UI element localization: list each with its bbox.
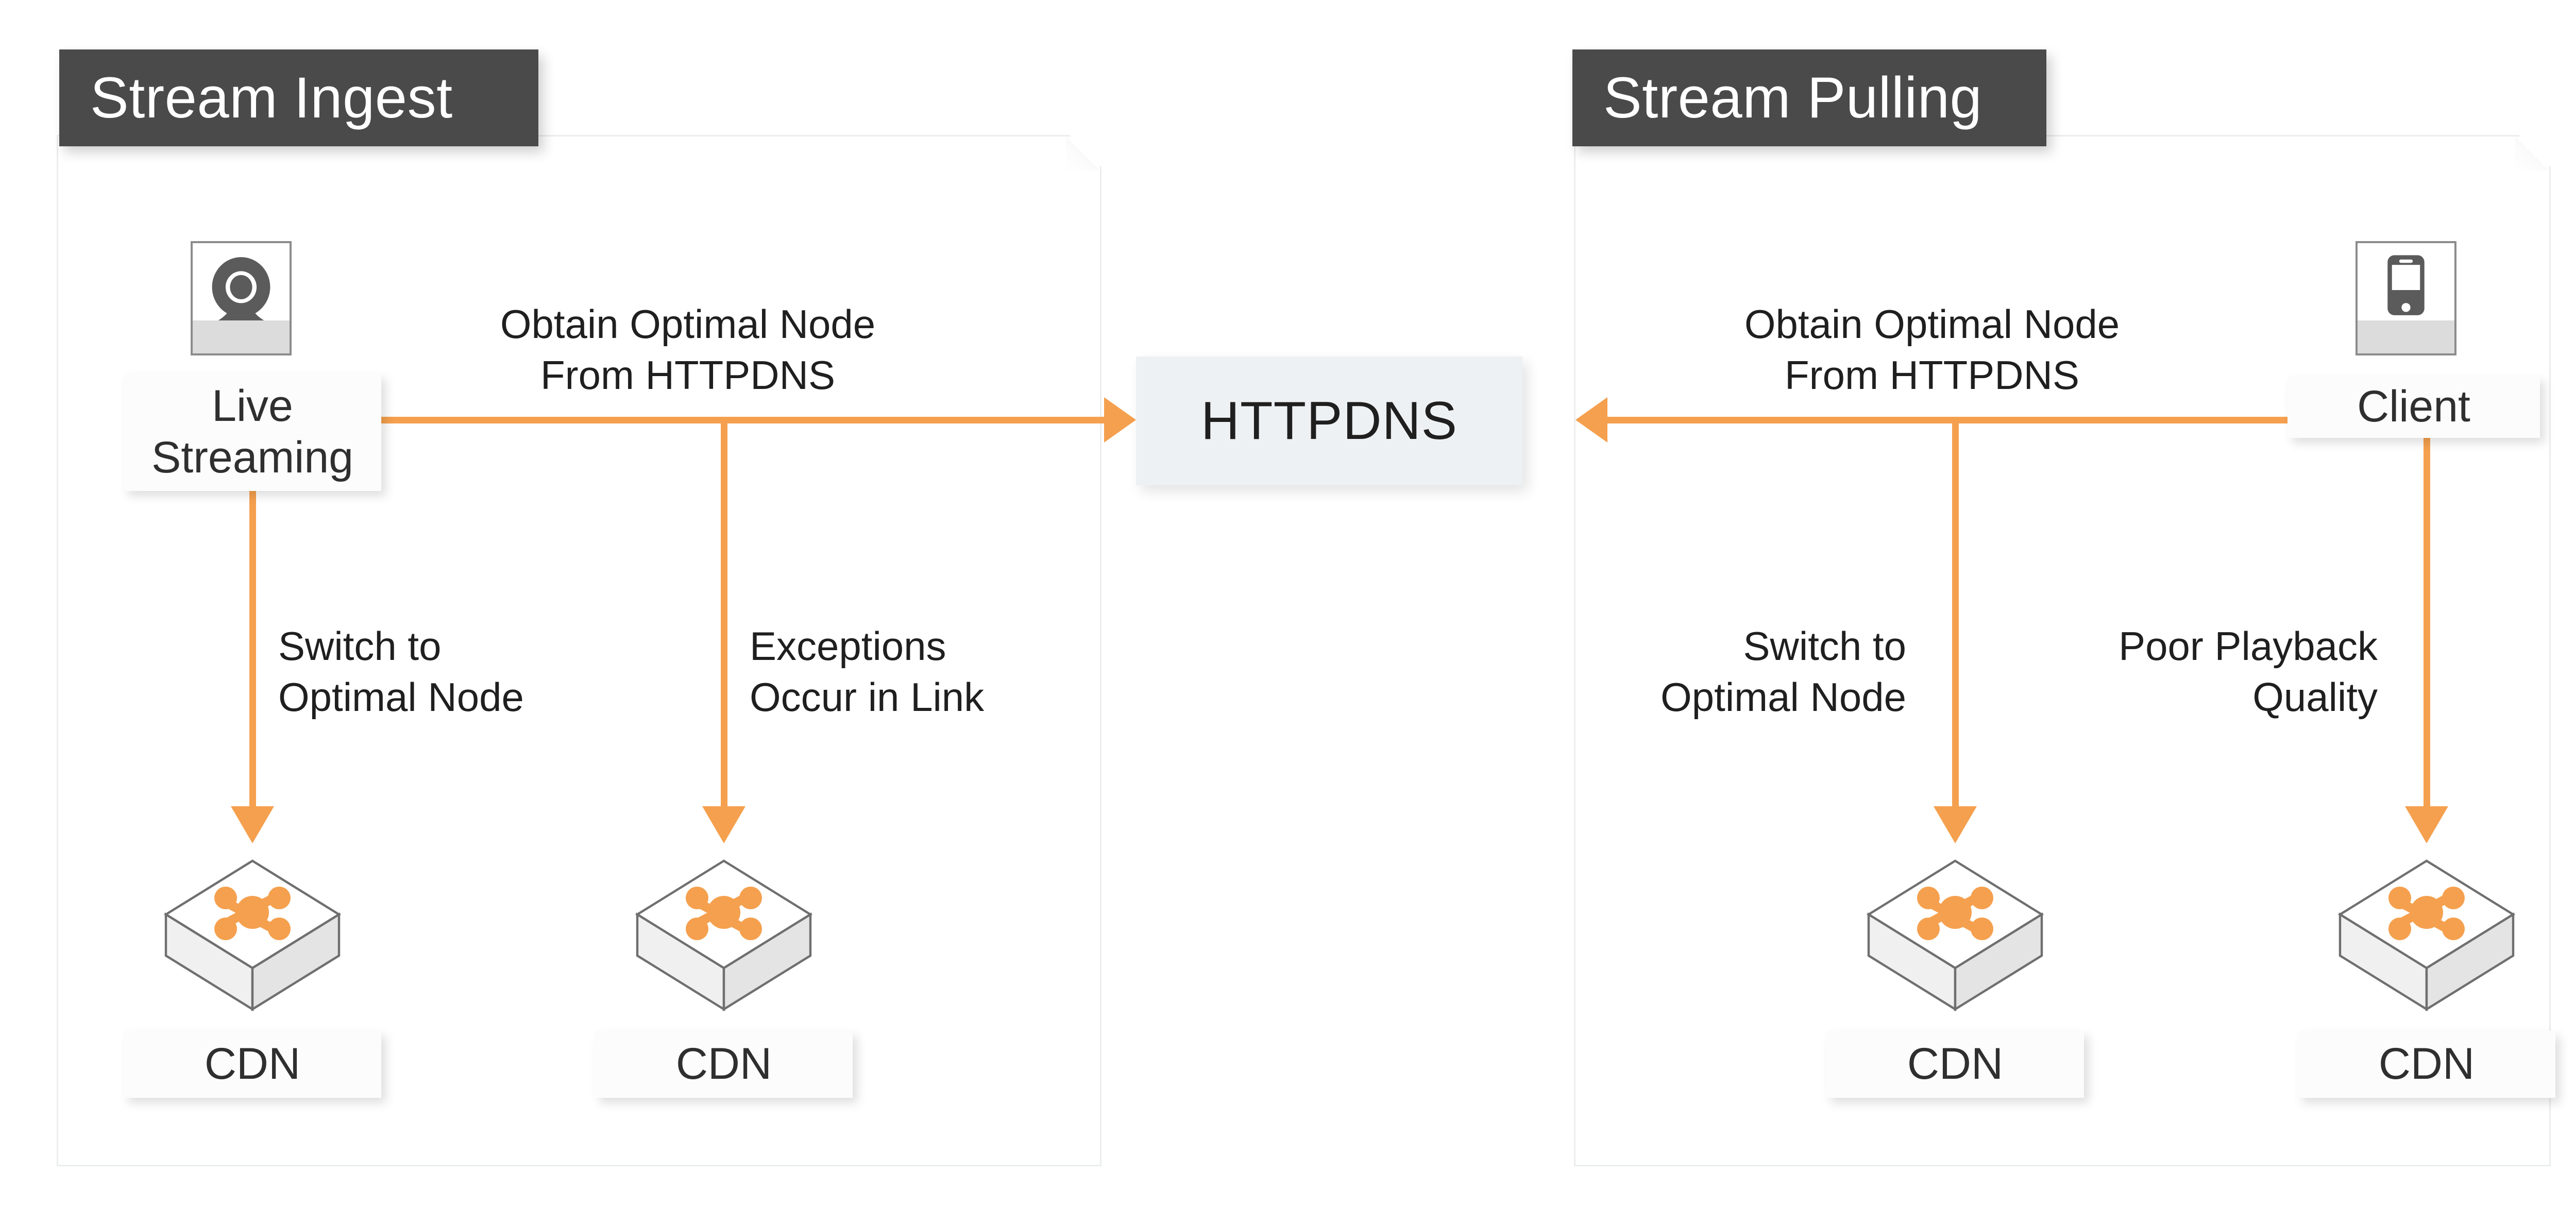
edge-line-switch-optimal-node-pulling (1952, 417, 1959, 809)
node-label: Client (2357, 382, 2470, 432)
panel-header-label: Stream Pulling (1603, 65, 1982, 130)
node-label: CDN (2378, 1039, 2475, 1089)
panel-header-label: Stream Ingest (90, 65, 453, 130)
node-cdn-ingest-2[interactable]: CDN (595, 1031, 853, 1098)
node-label: CDN (675, 1039, 772, 1089)
smartphone-icon (2355, 241, 2456, 355)
edge-label-switch-optimal-node-ingest: Switch to Optimal Node (278, 623, 524, 720)
edge-line-client-to-httpdns (1607, 417, 2290, 423)
node-label: CDN (204, 1039, 301, 1089)
arrowhead-ingest-to-httpdns (1104, 397, 1136, 443)
icon-base-band (193, 320, 290, 353)
node-cdn-pulling-1[interactable]: CDN (1826, 1031, 2084, 1098)
cdn-cube-icon (1862, 853, 2048, 1017)
panel-header-stream-ingest: Stream Ingest (59, 49, 538, 146)
node-live-streaming[interactable]: Live Streaming (124, 374, 381, 491)
edge-label-poor-playback-quality: Poor Playback Quality (2119, 623, 2378, 720)
edge-line-poor-playback-quality (2424, 437, 2430, 809)
edge-line-exceptions-occur-in-link (721, 417, 727, 809)
edge-label-obtain-optimal-node-pulling: Obtain Optimal Node From HTTPDNS (1744, 301, 2120, 398)
arrowhead-client-to-httpdns (1575, 397, 1607, 443)
edge-line-switch-optimal-node-ingest (249, 489, 256, 809)
node-cdn-pulling-2[interactable]: CDN (2298, 1031, 2555, 1098)
arrowhead-switch-optimal-node-ingest (231, 806, 274, 843)
node-client[interactable]: Client (2287, 376, 2540, 438)
arrowhead-poor-playback-quality (2405, 806, 2448, 843)
node-label: Live Streaming (151, 381, 353, 482)
cdn-cube-icon (2334, 853, 2519, 1017)
node-label: CDN (1907, 1039, 2004, 1089)
cdn-cube-icon (160, 853, 345, 1017)
edge-label-switch-optimal-node-pulling: Switch to Optimal Node (1660, 623, 1906, 720)
arrowhead-exceptions-occur-in-link (702, 806, 745, 843)
panel-corner-fold (1066, 137, 1100, 171)
node-cdn-ingest-1[interactable]: CDN (124, 1031, 381, 1098)
edge-label-exceptions-occur-in-link: Exceptions Occur in Link (750, 623, 985, 720)
panel-header-stream-pulling: Stream Pulling (1572, 49, 2046, 146)
webcam-icon (191, 241, 292, 355)
arrowhead-switch-optimal-node-pulling (1934, 806, 1977, 843)
edge-line-ingest-to-httpdns (380, 417, 1109, 423)
icon-base-band (2358, 320, 2454, 353)
edge-label-obtain-optimal-node-ingest: Obtain Optimal Node From HTTPDNS (500, 301, 876, 398)
node-label: HTTPDNS (1200, 391, 1458, 451)
cdn-cube-icon (631, 853, 817, 1017)
panel-corner-fold (2515, 137, 2549, 171)
node-httpdns[interactable]: HTTPDNS (1136, 357, 1522, 485)
